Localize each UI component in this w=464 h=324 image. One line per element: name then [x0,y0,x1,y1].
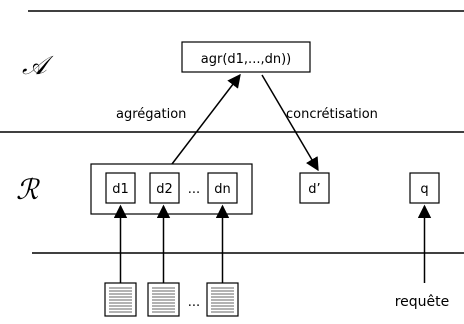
dn-box [207,172,238,204]
d-prime-label: d’ [308,182,320,197]
d1-label: d1 [112,182,129,197]
aggregation-label: agrégation [116,107,186,122]
document-page-2 [147,282,180,317]
concretisation-label: concrétisation [286,107,378,122]
abstract-layer-symbol: 𝒜 [22,51,54,81]
query-label: requête [395,294,450,310]
document-group-box [90,163,253,215]
representation-layer-symbol: ℛ [16,173,40,206]
q-label: q [420,182,428,197]
aggregation-arrow [171,73,241,165]
q-box [409,172,440,204]
documents-ellipsis: ... [188,295,200,310]
d2-box [149,172,180,204]
d1-box [105,172,136,204]
concretisation-arrow [261,74,319,172]
document-page-n [206,282,239,317]
aggregate-label: agr(d1,...,dn)) [201,52,291,67]
d2-label: d2 [156,182,173,197]
group-ellipsis: ... [188,182,200,197]
aggregate-box [181,41,311,73]
dn-label: dn [214,182,231,197]
document-page-1 [104,282,137,317]
d-prime-box [299,172,330,204]
